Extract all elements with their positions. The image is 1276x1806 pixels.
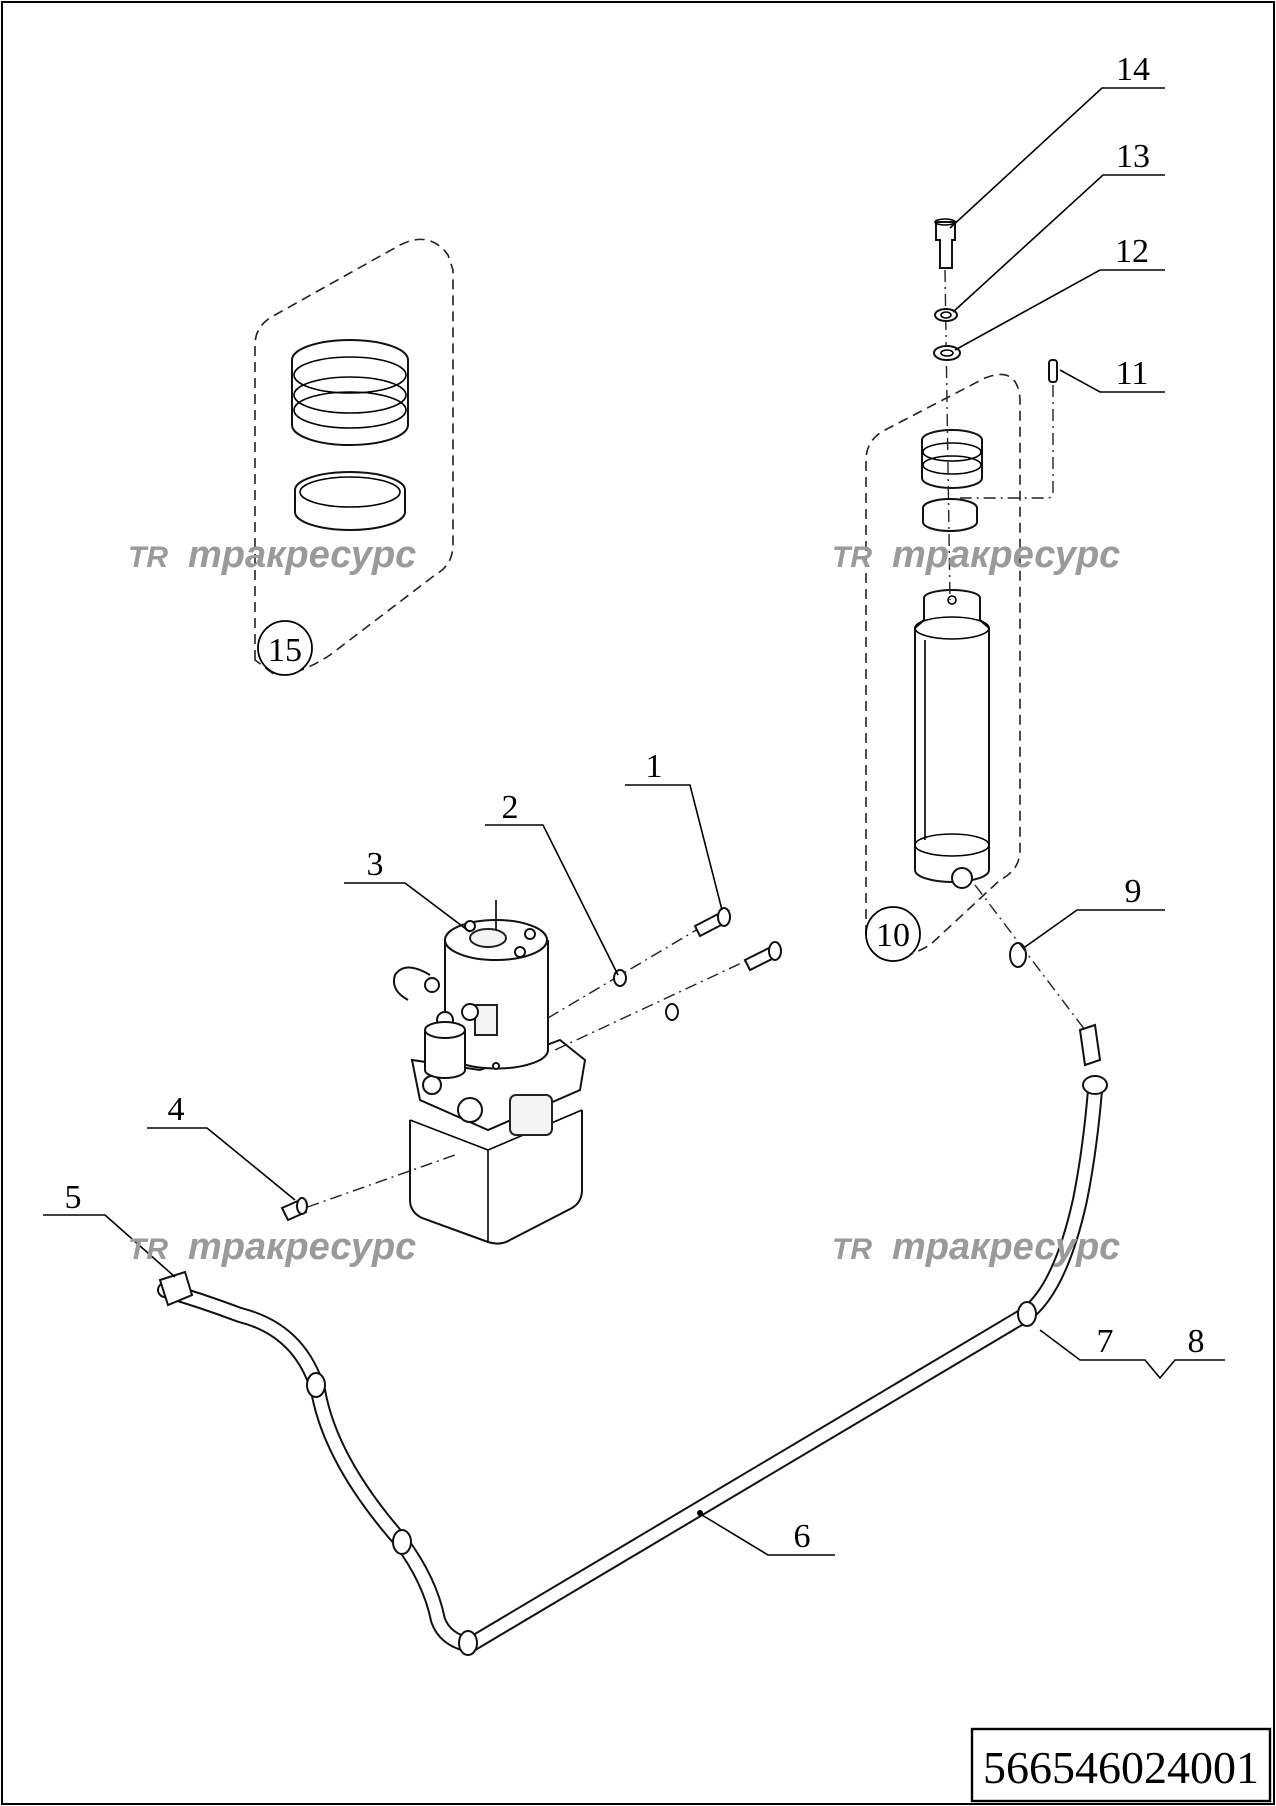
callout-12: 12 xyxy=(1115,233,1149,270)
watermark-bottom-right: TR тракресурс xyxy=(832,1226,1120,1268)
callout-3: 3 xyxy=(367,846,384,883)
hydraulic-power-unit-3 xyxy=(280,900,782,1245)
callout-8: 8 xyxy=(1188,1323,1205,1360)
svg-text:TR: TR xyxy=(832,1233,872,1266)
svg-text:тракресурс: тракресурс xyxy=(892,1226,1120,1268)
part-number: 566546024001 xyxy=(983,1742,1259,1793)
callout-13: 13 xyxy=(1116,138,1150,175)
seal-kit-group-15: 15 xyxy=(254,238,454,676)
callout-leaders: 1 2 3 4 5 6 7 8 9 11 12 13 14 xyxy=(43,51,1225,1556)
callout-11: 11 xyxy=(1116,355,1149,392)
svg-text:TR: TR xyxy=(128,1233,168,1266)
callout-1: 1 xyxy=(646,748,663,785)
callout-2: 2 xyxy=(502,789,519,826)
callout-9: 9 xyxy=(1125,873,1142,910)
callout-4: 4 xyxy=(168,1091,185,1128)
svg-text:TR: TR xyxy=(128,541,168,574)
svg-text:TR: TR xyxy=(832,541,872,574)
callout-7: 7 xyxy=(1097,1323,1114,1360)
svg-text:тракресурс: тракресурс xyxy=(188,534,416,576)
callout-14: 14 xyxy=(1116,51,1150,88)
watermark-top-right: TR тракресурс xyxy=(832,534,1120,576)
watermark-top-left: TR тракресурс xyxy=(128,534,416,576)
callout-6: 6 xyxy=(794,1518,811,1555)
part-number-box: 566546024001 xyxy=(970,1727,1272,1803)
callout-10: 10 xyxy=(876,917,910,954)
callout-circle-10 xyxy=(865,906,921,962)
callout-circle-15 xyxy=(257,620,313,676)
hydraulic-cylinder-group-10: 10 xyxy=(865,218,1058,962)
watermark-bottom-left: TR тракресурс xyxy=(128,1226,416,1268)
svg-text:тракресурс: тракресурс xyxy=(188,1226,416,1268)
callout-15: 15 xyxy=(268,632,302,669)
callout-5: 5 xyxy=(65,1179,82,1216)
svg-text:тракресурс: тракресурс xyxy=(892,534,1120,576)
hydraulic-hose-6 xyxy=(157,884,1108,1656)
